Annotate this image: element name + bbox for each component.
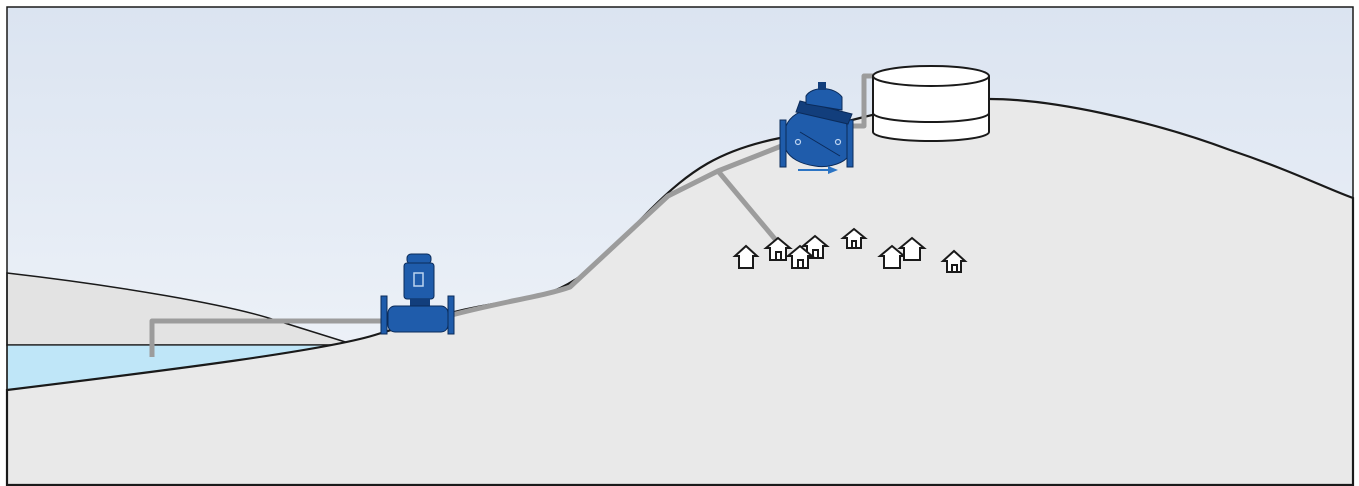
tank-top	[872, 65, 990, 87]
valve-seam	[799, 131, 841, 157]
house-icon	[877, 244, 907, 269]
house-icon	[763, 236, 793, 261]
intake-pipe	[149, 318, 384, 357]
valve-pilot	[818, 82, 826, 90]
house-icon	[840, 227, 868, 249]
valve-bolt-left	[794, 138, 802, 146]
pump	[380, 253, 455, 335]
pump-motor	[403, 262, 435, 300]
valve-cover	[805, 88, 843, 111]
valve-bonnet	[795, 100, 853, 125]
house-icon	[785, 244, 815, 269]
pump-flange-left	[380, 295, 388, 335]
tank-band	[872, 112, 990, 123]
pipeline	[149, 73, 876, 357]
house-icon	[732, 244, 760, 269]
pump-casing	[387, 305, 449, 333]
flow-arrow	[798, 166, 838, 174]
house-icon	[897, 236, 927, 261]
distribution-branch	[716, 169, 782, 247]
valve-flange-right	[846, 119, 854, 168]
main-ground	[5, 97, 1355, 486]
frame-border	[6, 6, 1354, 486]
house-icon	[940, 249, 968, 273]
rising-main	[447, 142, 785, 319]
valve-flange-left	[779, 119, 787, 168]
pump-terminal-box	[413, 272, 424, 287]
pump-flange-right	[447, 295, 455, 335]
pump-coupling	[410, 299, 430, 308]
storage-tank	[872, 65, 990, 142]
tank-body	[872, 76, 990, 142]
tank-feed-pipe	[852, 73, 876, 129]
valve-bolt-right	[834, 138, 842, 146]
houses	[732, 227, 968, 273]
control-valve	[779, 82, 854, 168]
